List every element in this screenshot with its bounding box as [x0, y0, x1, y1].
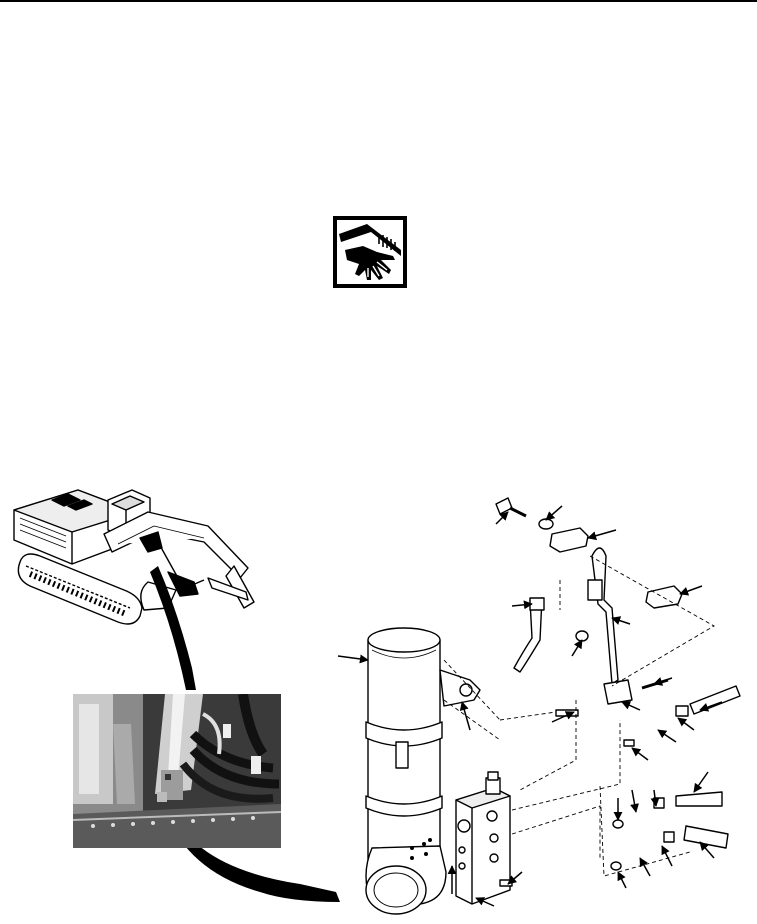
- hand-crush-warning-icon: [333, 216, 407, 288]
- detail-photo: [73, 694, 281, 848]
- top-rule: [0, 0, 757, 2]
- excavator-drawing: [13, 489, 255, 625]
